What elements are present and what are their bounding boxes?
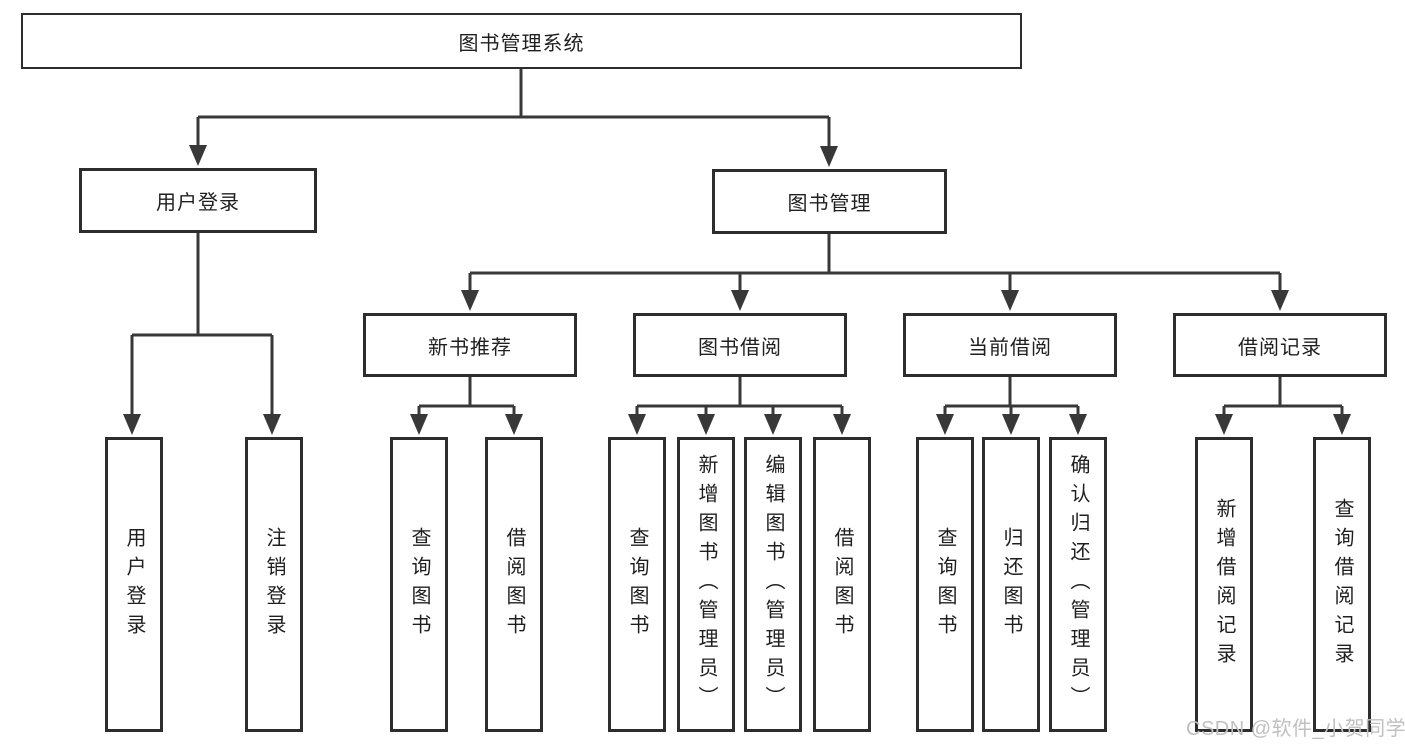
node-label: 借阅记录 [1238,336,1322,359]
leaf-query-books-borrow: 查询图书 [608,437,666,732]
node-label: 确认归还（管理员） [1067,454,1089,715]
leaf-confirm-return-admin: 确认归还（管理员） [1049,437,1107,732]
node-borrowing-records: 借阅记录 [1173,313,1387,377]
leaf-add-books-admin: 新增图书（管理员） [677,437,735,732]
node-label: 图书管理 [787,193,872,215]
node-label: 注销登录 [263,526,285,643]
node-label: 当前借阅 [968,336,1052,359]
node-label: 新书推荐 [428,336,512,359]
node-label: 借阅图书 [503,526,525,643]
node-label: 用户登录 [156,192,240,214]
leaf-query-books-recommend: 查询图书 [390,437,448,732]
leaf-user-login: 用户登录 [105,437,163,732]
leaf-add-borrow-record: 新增借阅记录 [1195,437,1253,732]
node-label: 查询借阅记录 [1331,497,1353,672]
node-new-book-recommendation: 新书推荐 [363,313,577,377]
node-label: 新增图书（管理员） [695,454,717,715]
leaf-query-books-current: 查询图书 [916,437,974,732]
node-label: 新增借阅记录 [1213,497,1235,672]
node-label: 编辑图书（管理员） [762,454,784,715]
node-label: 图书借阅 [698,336,782,359]
leaf-return-books: 归还图书 [982,437,1040,732]
csdn-watermark: CSDN @软件_小贺同学 [1186,718,1405,740]
node-label: 查询图书 [408,526,430,643]
connector-lines [130,69,1344,417]
arrow-down-icons [123,145,1351,435]
leaf-borrow-books-recommend: 借阅图书 [485,437,543,732]
node-user-login: 用户登录 [79,168,317,233]
node-current-borrowing: 当前借阅 [903,313,1117,377]
leaf-query-borrow-record: 查询借阅记录 [1313,437,1371,732]
leaf-borrow-books: 借阅图书 [813,437,871,732]
node-label: 用户登录 [123,526,145,643]
node-book-borrowing: 图书借阅 [633,313,847,377]
leaf-logout: 注销登录 [245,437,303,732]
leaf-edit-books-admin: 编辑图书（管理员） [744,437,802,732]
node-label: 查询图书 [934,526,956,643]
node-label: 查询图书 [626,526,648,643]
node-label: 借阅图书 [831,526,853,643]
node-label: 归还图书 [1000,526,1022,643]
node-book-management: 图书管理 [712,169,947,234]
node-label: 图书管理系统 [458,32,585,55]
node-library-management-system: 图书管理系统 [21,13,1022,69]
